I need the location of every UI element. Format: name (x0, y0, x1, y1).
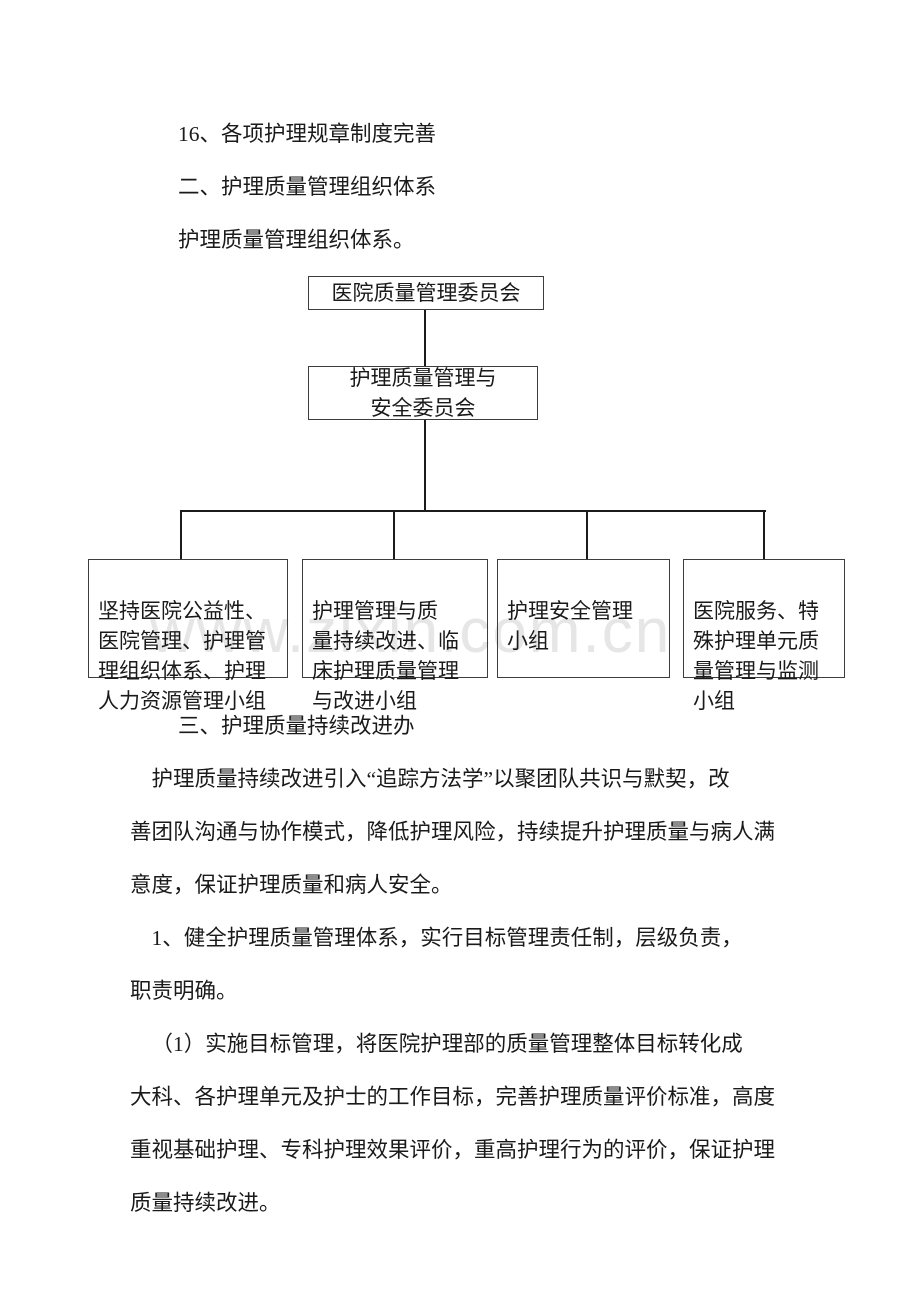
flow-node-level2-label: 护理质量管理与 安全委员会 (349, 366, 497, 420)
paragraph-line: 1、健全护理质量管理体系，实行目标管理责任制，层级负责， (130, 926, 743, 950)
flow-node-level2: 护理质量管理与 安全委员会 (308, 366, 538, 420)
flow-node-leaf3: 护理安全管理 小组 (497, 559, 670, 678)
flow-node-leaf4-label: 医院服务、特 殊护理单元质 量管理与监测 小组 (693, 599, 819, 713)
intro-line: 护理质量管理组织体系。 (178, 228, 415, 252)
paragraph-item-1-1: （1）实施目标管理，将医院护理部的质量管理整体目标转化成 大科、各护理单元及护士… (130, 1018, 820, 1230)
connector-level2-to-bus (424, 420, 427, 512)
paragraph-item-1: 1、健全护理质量管理体系，实行目标管理责任制，层级负责， 职责明确。 (130, 912, 820, 1018)
paragraph-line: （1）实施目标管理，将医院护理部的质量管理整体目标转化成 (130, 1032, 743, 1056)
flow-node-root: 医院质量管理委员会 (308, 276, 544, 310)
paragraph-improvement-intro: 护理质量持续改进引入“追踪方法学”以聚团队共识与默契，改 善团队沟通与协作模式，… (130, 753, 820, 912)
flow-node-root-label: 医院质量管理委员会 (331, 281, 521, 305)
paragraph-line: 意度，保证护理质量和病人安全。 (130, 873, 453, 897)
paragraph-line: 护理质量持续改进引入“追踪方法学”以聚团队共识与默契，改 (130, 767, 730, 791)
connector-drop-leaf1 (180, 510, 183, 560)
watermark: www.zixin.com.cn (150, 597, 672, 666)
heading-section-two: 二、护理质量管理组织体系 (178, 175, 437, 199)
flow-node-leaf4: 医院服务、特 殊护理单元质 量管理与监测 小组 (683, 559, 845, 713)
list-item-16: 16、各项护理规章制度完善 (178, 122, 437, 146)
heading-section-three: 三、护理质量持续改进办 (178, 714, 415, 738)
connector-drop-leaf3 (586, 510, 589, 560)
paragraph-line: 质量持续改进。 (130, 1191, 281, 1215)
connector-horizontal-bus (180, 510, 766, 513)
paragraph-line: 重视基础护理、专科护理效果评价，重高护理行为的评价，保证护理 (130, 1138, 776, 1162)
flow-node-leaf1-label: 坚持医院公益性、 医院管理、护理管 理组织体系、护理 人力资源管理小组 (98, 599, 266, 713)
paragraph-line: 职责明确。 (130, 979, 238, 1003)
flow-node-leaf2: 护理管理与质 量持续改进、临 床护理质量管理 与改进小组 (302, 559, 488, 713)
flow-node-leaf1: 坚持医院公益性、 医院管理、护理管 理组织体系、护理 人力资源管理小组 (88, 559, 288, 713)
connector-drop-leaf2 (393, 510, 396, 560)
flow-node-leaf2-label: 护理管理与质 量持续改进、临 床护理质量管理 与改进小组 (312, 599, 459, 713)
connector-root-to-level2 (424, 310, 427, 366)
connector-drop-leaf4 (763, 510, 766, 560)
paragraph-line: 大科、各护理单元及护士的工作目标，完善护理质量评价标准，高度 (130, 1085, 776, 1109)
flow-node-leaf3-label: 护理安全管理 小组 (507, 599, 633, 653)
paragraph-line: 善团队沟通与协作模式，降低护理风险，持续提升护理质量与病人满 (130, 820, 776, 844)
